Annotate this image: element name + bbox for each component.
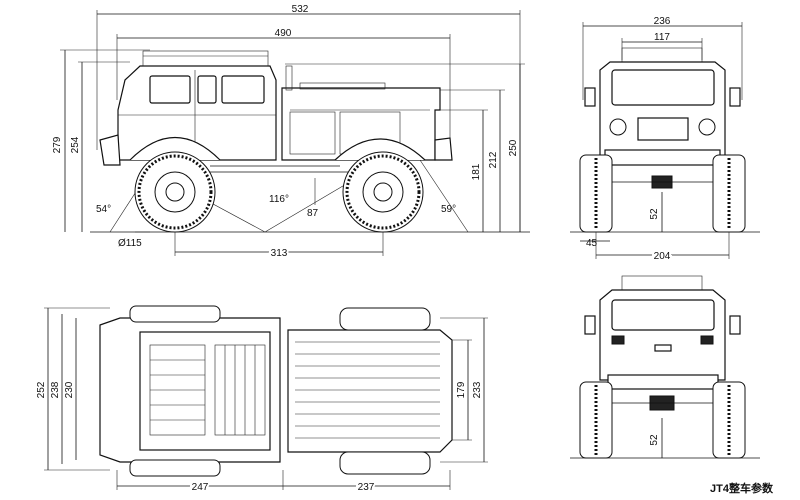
rear-right-tire [712,381,746,459]
front-clearance-label: 52 [649,208,660,220]
top-bed [287,329,453,453]
side-view: 532 490 279 254 181 212 250 54° 59° 116°… [52,4,530,261]
mirror-right [729,87,741,107]
rear-roof-rack [621,275,703,291]
rear-bumper [434,137,453,161]
top-width-230-label: 230 [64,381,75,398]
top-width-238-label: 238 [50,381,61,398]
departure-angle-label: 59° [441,204,456,215]
headlight-left [609,118,627,136]
cab-window-1 [149,75,191,104]
bed-rail [299,82,386,90]
rear-window [611,299,715,331]
height-overall-label: 250 [508,139,519,156]
rear-handle [654,344,672,352]
front-bumper [99,134,121,166]
overall-width-label: 236 [654,16,671,27]
top-front-left-tire [129,305,221,323]
wheelbase-label: 313 [271,248,288,259]
caption-title: JT4整车参数 [710,481,774,495]
truck-bed [281,87,441,161]
top-front-right-tire [129,459,221,477]
height-bed-label: 181 [471,163,482,180]
roof-rack-width-label: 117 [654,32,670,43]
bed-post [285,65,293,91]
mirror-left [584,87,596,107]
windshield [611,69,715,106]
tire-diameter-label: Ø115 [118,238,142,249]
grille [637,117,689,141]
rear-length-label: 237 [358,482,375,493]
track-width-label: 204 [654,251,671,262]
cab-window-2 [197,75,217,104]
top-view: 252 238 230 [36,305,488,495]
rear-clearance-label: 52 [649,434,660,446]
roof-mesh [214,344,266,436]
front-fender [129,137,221,161]
rear-fender [334,138,426,161]
cab-window-3 [221,75,265,104]
rear-mirror-right [729,315,741,335]
rear-view: 52 [570,275,760,459]
rear-bumper-rear [607,374,719,390]
rear-mirror-left [584,315,596,335]
height-body-label: 254 [70,136,81,153]
bed-width-label: 179 [456,381,467,398]
top-rear-right-tire [339,451,431,475]
clearance-label: 87 [307,208,319,219]
body-length-label: 490 [275,28,292,39]
taillight-right [700,335,714,345]
front-bumper-front [604,149,721,166]
front-length-label: 247 [192,482,209,493]
top-width-252-label: 252 [36,381,47,398]
breakover-angle-label: 116° [269,194,289,205]
overall-length-label: 532 [292,4,309,15]
front-view: 236 117 52 45 204 [570,16,760,264]
headlight-right [698,118,716,136]
top-rear-left-tire [339,307,431,331]
approach-angle-label: 54° [96,204,111,215]
taillight-left [611,335,625,345]
rear-left-tire [579,381,613,459]
roof-rack [142,50,269,67]
height-roof-label: 279 [52,136,63,153]
height-right-label: 212 [488,151,499,168]
wheel-offset-label: 45 [586,238,598,249]
bed-outer-label: 233 [472,381,483,398]
front-roof-rack [621,47,703,63]
